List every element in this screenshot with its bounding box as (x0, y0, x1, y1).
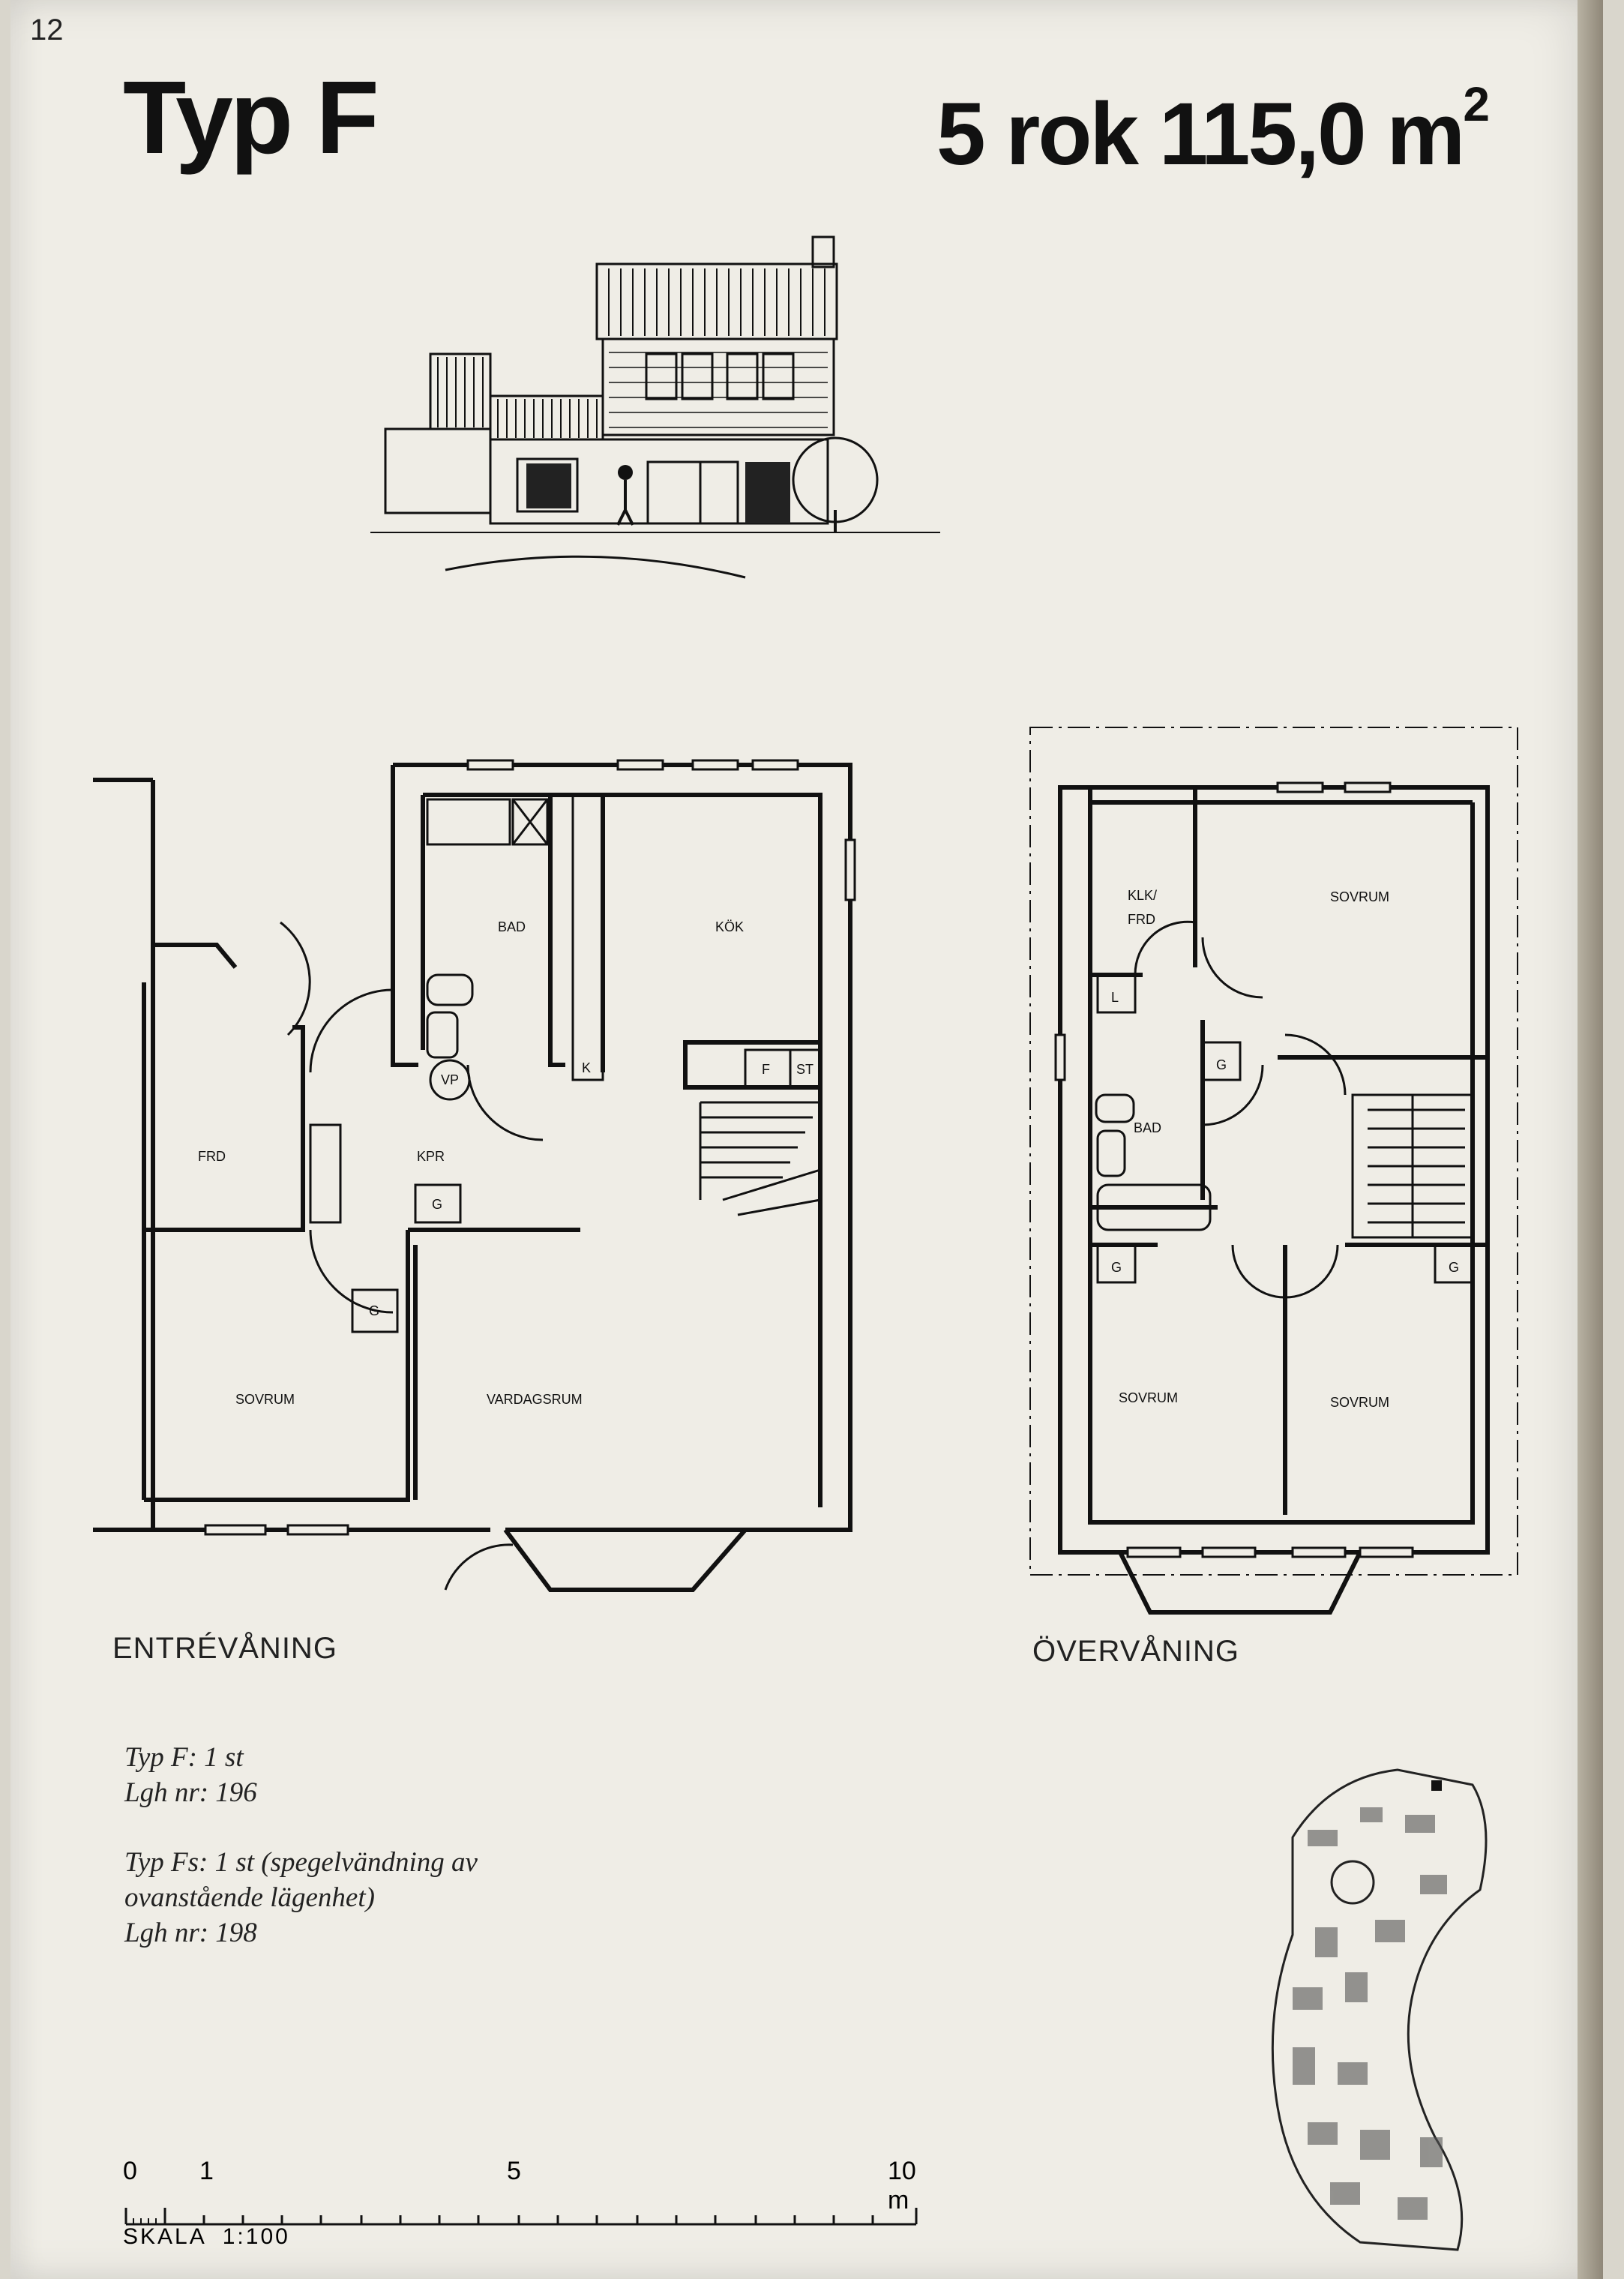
ground-floor-label: ENTRÉVÅNING (112, 1632, 337, 1665)
info-line: Lgh nr: 198 (124, 1918, 257, 1948)
info-line: Typ F: 1 st (124, 1742, 244, 1773)
room-label-bad: BAD (1134, 1120, 1161, 1135)
room-label-sovrum: SOVRUM (1119, 1390, 1178, 1405)
area-title: 5 rok 115,0 m2 (936, 76, 1490, 185)
brochure-page: 12 Typ F 5 rok 115,0 m2 (10, 0, 1603, 2279)
info-block-fs: Typ Fs: 1 st (spegelvändning av ovanståe… (124, 1845, 478, 1951)
upper-floor-label: ÖVERVÅNING (1032, 1635, 1239, 1668)
scale-ruler (124, 2208, 918, 2226)
scale-tick-0: 0 (123, 2157, 137, 2185)
mark-l: L (1111, 990, 1119, 1005)
scale-tick-1: 1 (199, 2157, 214, 2185)
area-superscript: 2 (1463, 77, 1490, 131)
room-label-bad: BAD (498, 919, 526, 934)
room-label-klk: KLK/ (1128, 888, 1157, 903)
mark-vp: VP (441, 1072, 459, 1087)
room-label-kok: KÖK (715, 919, 744, 934)
scale-tick-5: 5 (507, 2157, 521, 2185)
mark-g: G (369, 1303, 379, 1318)
scale-tick-10: 10 m (888, 2157, 916, 2215)
house-elevation-illustration (370, 235, 940, 579)
scale-label: SKALA 1:100 (123, 2224, 290, 2249)
info-block-f: Typ F: 1 st Lgh nr: 196 (124, 1740, 257, 1810)
room-label-frd: FRD (1128, 912, 1155, 927)
mark-st: ST (796, 1062, 813, 1077)
room-label-kpr: KPR (417, 1149, 445, 1164)
page-edge (1578, 0, 1603, 2279)
room-label-vardagsrum: VARDAGSRUM (487, 1392, 583, 1407)
type-title: Typ F (123, 60, 379, 175)
mark-f: F (762, 1062, 770, 1077)
info-line: Typ Fs: 1 st (spegelvändning av (124, 1847, 478, 1878)
info-line: Lgh nr: 196 (124, 1777, 257, 1808)
scale-bar: 0 1 5 10 m SKALA 1:100 (123, 2157, 933, 2249)
mark-g: G (1449, 1260, 1459, 1275)
mark-g: G (1216, 1057, 1227, 1072)
room-label-frd: FRD (198, 1149, 226, 1164)
page-number: 12 (30, 13, 64, 46)
room-label-sovrum: SOVRUM (235, 1392, 295, 1407)
room-label-sovrum: SOVRUM (1330, 889, 1389, 904)
ground-floor-plan: BAD KÖK FRD KPR SOVRUM VARDAGSRUM VP K F… (93, 759, 856, 1592)
mark-g: G (432, 1197, 442, 1212)
upper-floor-plan: KLK/ FRD SOVRUM BAD SOVRUM SOVRUM L G G … (1029, 727, 1518, 1615)
room-label-sovrum: SOVRUM (1330, 1395, 1389, 1410)
mark-k: K (582, 1060, 591, 1075)
area-text: 5 rok 115,0 m (936, 85, 1465, 184)
info-line: ovanstående lägenhet) (124, 1882, 375, 1913)
site-map (1271, 1768, 1488, 2251)
mark-g: G (1111, 1260, 1122, 1275)
